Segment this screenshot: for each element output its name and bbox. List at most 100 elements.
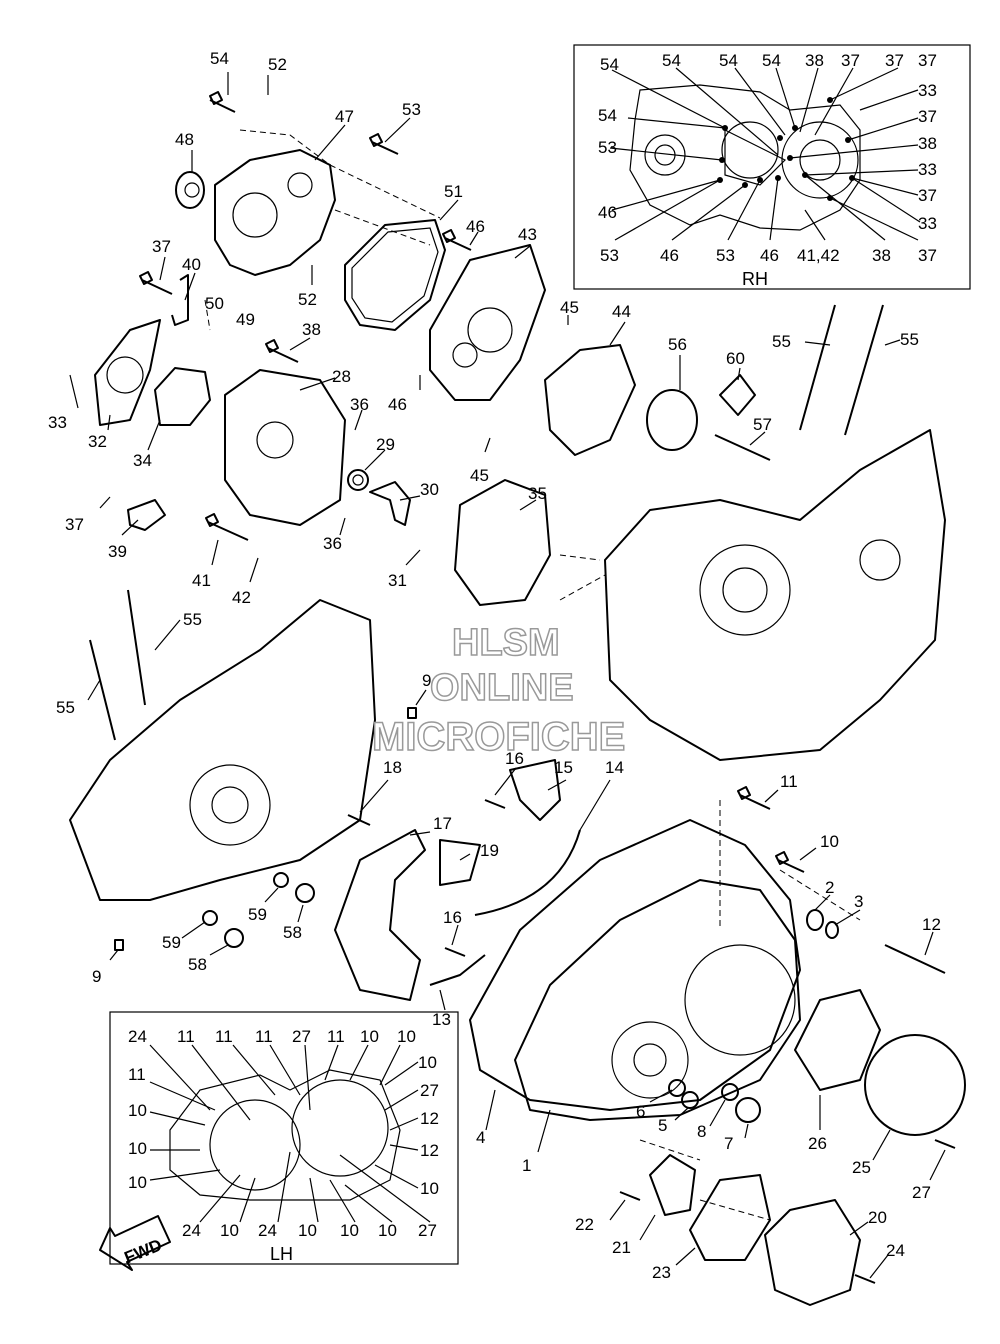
- callout: 1: [522, 1156, 531, 1175]
- callout: 19: [480, 841, 499, 860]
- inset-rh-callout: 37: [918, 51, 937, 70]
- inset-rh-callout: 37: [918, 246, 937, 265]
- callout: 37: [152, 237, 171, 256]
- inset-rh-callout: 33: [918, 160, 937, 179]
- inset-lh-callout: 12: [420, 1109, 439, 1128]
- inset-rh-callout: 38: [872, 246, 891, 265]
- callout: 48: [175, 130, 194, 149]
- inset-rh-callout: 37: [841, 51, 860, 70]
- callout: 46: [388, 395, 407, 414]
- callout: 37: [65, 515, 84, 534]
- inset-lh-panel: 24 11 11 11 27 11 10 10 11 10 27 10 12 1…: [109, 1011, 459, 1265]
- callout: 54: [210, 49, 229, 68]
- inset-rh-callout: 46: [760, 246, 779, 265]
- callout: 36: [350, 395, 369, 414]
- callout: 9: [422, 671, 431, 690]
- inset-lh-callout: 10: [298, 1221, 317, 1240]
- inset-rh-callout: 46: [660, 246, 679, 265]
- inset-lh-callout: 11: [128, 1065, 146, 1084]
- callout: 31: [388, 571, 407, 590]
- inset-lh-callout: 10: [418, 1053, 437, 1072]
- callout: 43: [518, 225, 537, 244]
- inset-lh-callout: 10: [128, 1101, 147, 1120]
- callout: 49: [236, 310, 255, 329]
- inset-lh-callout: 27: [292, 1027, 311, 1046]
- callout: 58: [188, 955, 207, 974]
- callout: 33: [48, 413, 67, 432]
- callout: 45: [560, 298, 579, 317]
- callout: 18: [383, 758, 402, 777]
- inset-rh-callout: 53: [600, 246, 619, 265]
- callout: 10: [820, 832, 839, 851]
- callout: 11: [780, 772, 798, 791]
- inset-rh-callout: 53: [598, 138, 617, 157]
- inset-lh-callout: 11: [177, 1027, 195, 1046]
- callout: 12: [922, 915, 941, 934]
- inset-lh-callout: 11: [327, 1027, 345, 1046]
- callout: 55: [900, 330, 919, 349]
- callout: 27: [912, 1183, 931, 1202]
- callout: 7: [724, 1134, 733, 1153]
- inset-rh-callout: 54: [662, 51, 681, 70]
- callout: 15: [554, 758, 573, 777]
- callout: 5: [658, 1116, 667, 1135]
- inset-lh-callout: 10: [360, 1027, 379, 1046]
- inset-lh-label: LH: [270, 1244, 293, 1264]
- callout: 52: [298, 290, 317, 309]
- callout: 59: [248, 905, 267, 924]
- watermark-line-3: MICROFICHE: [372, 715, 625, 759]
- watermark-line-2: ONLINE: [430, 667, 574, 709]
- callout: 4: [476, 1128, 485, 1147]
- callout: 58: [283, 923, 302, 942]
- callout: 8: [697, 1122, 706, 1141]
- inset-lh-callout: 10: [220, 1221, 239, 1240]
- inset-lh-callout: 24: [128, 1027, 147, 1046]
- callout: 51: [444, 182, 463, 201]
- callout: 47: [335, 107, 354, 126]
- callout: 50: [205, 294, 224, 313]
- inset-rh-panel: 54 54 54 54 38 37 37 37 54 33 53 37 38 4…: [573, 44, 971, 290]
- callout: 45: [470, 466, 489, 485]
- inset-lh-callout: 11: [255, 1027, 273, 1046]
- callout: 16: [505, 749, 524, 768]
- inset-lh-callout: 10: [397, 1027, 416, 1046]
- callout: 46: [466, 217, 485, 236]
- callout: 53: [402, 100, 421, 119]
- callout: 16: [443, 908, 462, 927]
- inset-lh-callout: 24: [258, 1221, 277, 1240]
- lower-parts-drawing: [202, 759, 966, 1306]
- callout: 2: [825, 878, 834, 897]
- inset-lh-callout: 10: [128, 1139, 147, 1158]
- inset-lh-callout: 10: [128, 1173, 147, 1192]
- callout: 26: [808, 1134, 827, 1153]
- inset-rh-callout: 37: [885, 51, 904, 70]
- inset-rh-callout: 41,42: [797, 246, 840, 265]
- callout: 59: [162, 933, 181, 952]
- main-callouts: 54 52 53 47 48 51 46 43 37 40 50 49 52 4…: [48, 49, 946, 1282]
- callout: 6: [636, 1102, 645, 1121]
- watermark: HLSM ONLINE MICROFICHE: [371, 621, 626, 760]
- callout: 17: [433, 814, 452, 833]
- inset-rh-callout: 38: [805, 51, 824, 70]
- callout: 35: [528, 484, 547, 503]
- callout: 55: [183, 610, 202, 629]
- callout: 60: [726, 349, 745, 368]
- inset-lh-callout: 27: [418, 1221, 437, 1240]
- inset-lh-callout: 27: [420, 1081, 439, 1100]
- callout: 20: [868, 1208, 887, 1227]
- callout: 9: [92, 967, 101, 986]
- inset-lh-callout: 24: [182, 1221, 201, 1240]
- callout: 21: [612, 1238, 631, 1257]
- callout: 23: [652, 1263, 671, 1282]
- inset-rh-label: RH: [742, 269, 768, 289]
- callout: 13: [432, 1010, 451, 1029]
- callout: 41: [192, 571, 211, 590]
- inset-rh-callout: 37: [918, 107, 937, 126]
- inset-rh-callout: 54: [762, 51, 781, 70]
- callout: 3: [854, 892, 863, 911]
- callout: 36: [323, 534, 342, 553]
- callout: 52: [268, 55, 287, 74]
- callout: 44: [612, 302, 631, 321]
